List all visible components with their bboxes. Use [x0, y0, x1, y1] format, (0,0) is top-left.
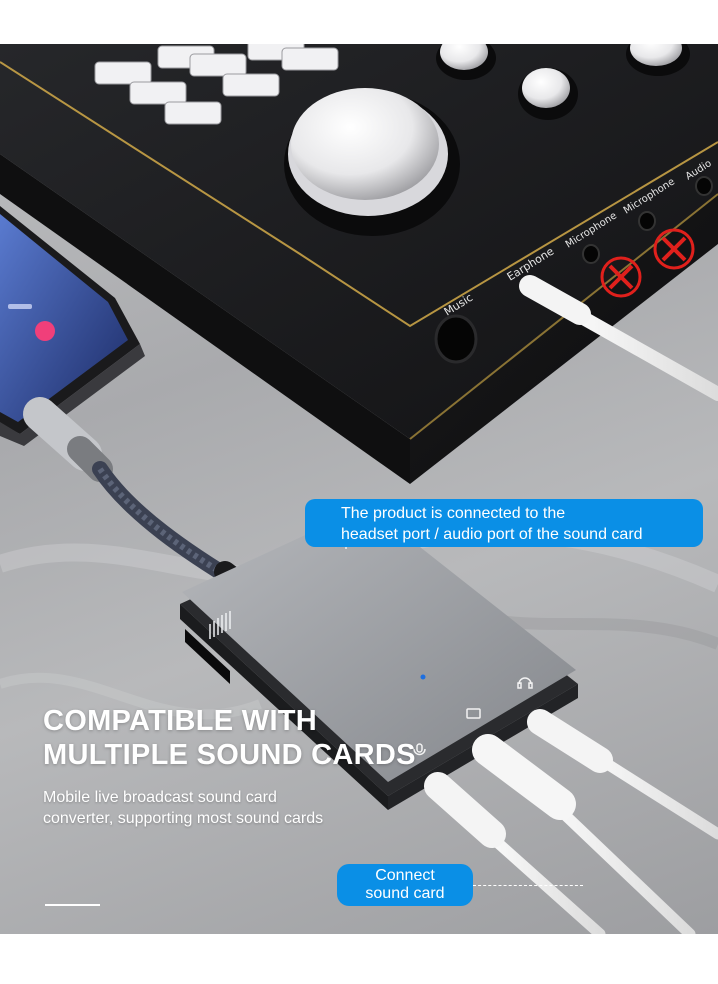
music-port	[434, 314, 478, 364]
cross-icon	[653, 228, 695, 270]
adapter-cables	[424, 709, 718, 934]
callout-pointer-line	[473, 885, 583, 886]
connect-sound-card-callout: Connect sound card	[337, 864, 473, 906]
microphone-icon	[413, 743, 426, 756]
callout-line-2: headset port / audio port of the sound c…	[341, 526, 643, 543]
mixer-cable	[519, 275, 718, 401]
description-line-2: converter, supporting most sound cards	[43, 810, 324, 827]
product-photo: Music Earphone Microphone Microphone Aud…	[0, 44, 718, 934]
phone-icon	[466, 708, 481, 719]
sound-card-mixer: Music Earphone Microphone Microphone Aud…	[0, 44, 718, 484]
headphone-icon	[517, 677, 533, 689]
phone	[0, 206, 145, 446]
headline-line-1: COMPATIBLE WITH	[43, 705, 318, 737]
connect-label-line-2: sound card	[365, 885, 445, 902]
connect-label-line-1: Connect	[375, 867, 435, 884]
callout-line-1: The product is connected to the	[341, 505, 566, 522]
connection-callout: The product is connected to the headset …	[305, 499, 703, 547]
product-scene: Music Earphone Microphone Microphone Aud…	[0, 44, 718, 934]
description-line-1: Mobile live broadcast sound card	[43, 789, 277, 806]
headline-line-2: MULTIPLE SOUND CARDS	[43, 739, 416, 771]
headline: COMPATIBLE WITH MULTIPLE SOUND CARDS	[43, 704, 416, 772]
cross-icon	[600, 256, 642, 298]
description: Mobile live broadcast sound card convert…	[43, 787, 323, 829]
decorative-underline	[45, 904, 100, 906]
